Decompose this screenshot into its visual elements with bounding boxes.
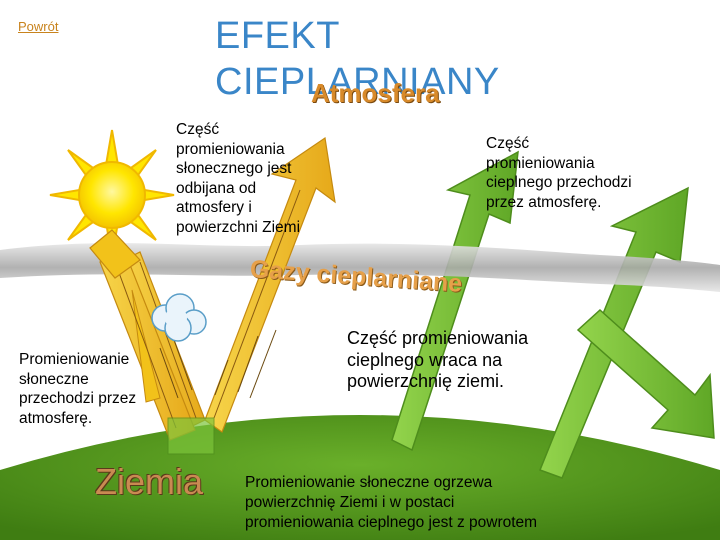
title-line-1: EFEKT [215, 15, 340, 57]
incoming-radiation-label: Promieniowanie słoneczne przechodzi prze… [19, 351, 137, 427]
subtitle: Atmosfera [311, 78, 440, 108]
returning-heat-label: Część promieniowania cieplnego wraca na … [347, 328, 529, 391]
title-line-2: CIEPLARNIANY [215, 61, 500, 103]
atmosphere-band [0, 243, 720, 292]
solar-atm-reflect-arrow [89, 229, 141, 279]
cloud-icon [151, 293, 207, 342]
earth-label: Ziemia [95, 461, 204, 502]
back-link[interactable]: Powrót [18, 19, 59, 34]
solar-pass-arrow [99, 251, 196, 441]
ground-hit-area [167, 417, 215, 455]
ray-hatching [159, 329, 277, 399]
earth-warming-label: Promieniowanie słoneczne ogrzewa powierz… [245, 474, 538, 531]
heat-escape-arrow-left [391, 150, 519, 452]
heat-return-arrow [576, 308, 715, 439]
reflected-radiation-label: Część promieniowania słonecznego jest od… [176, 121, 301, 236]
escaping-heat-label: Część promieniowania cieplnego przechodz… [486, 135, 632, 211]
